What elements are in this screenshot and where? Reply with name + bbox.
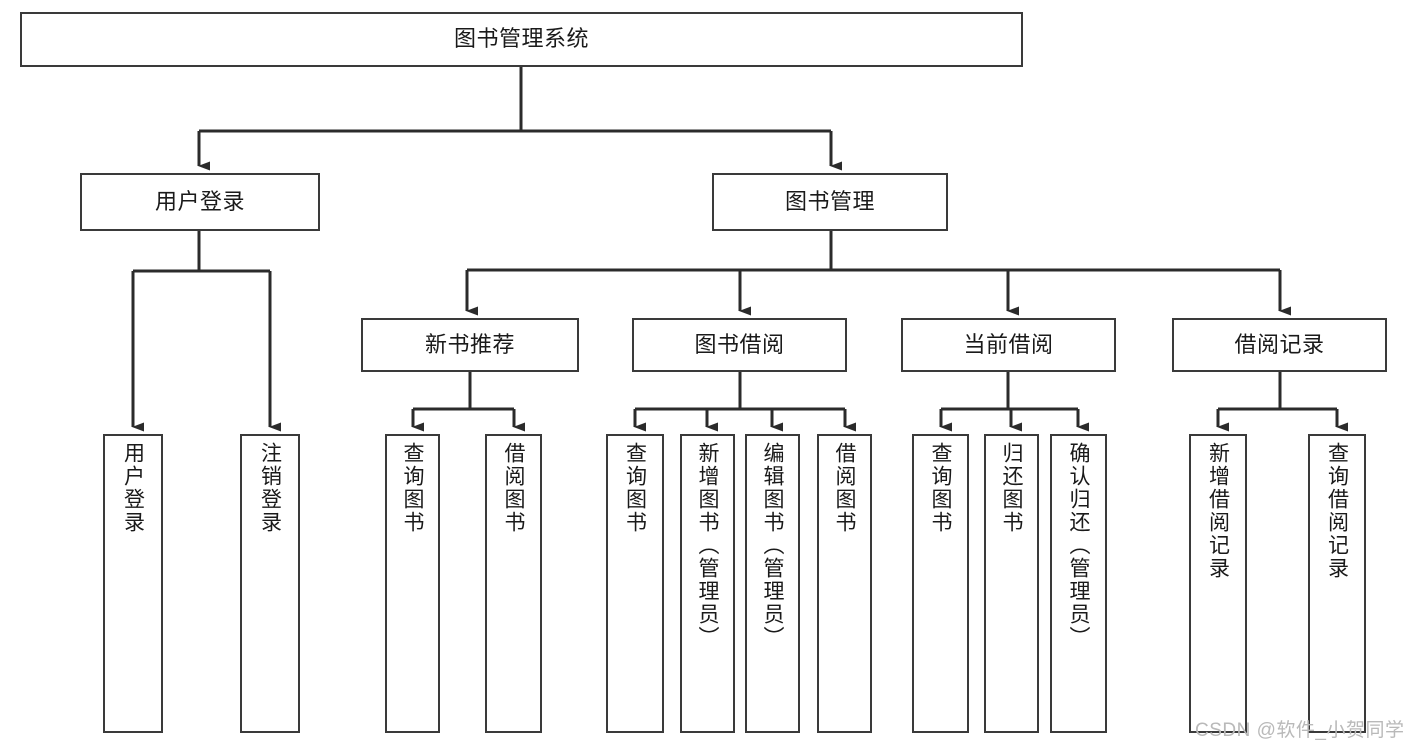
leaf-edit-book-admin[interactable]: 编辑图书（管理员） (745, 434, 800, 733)
leaf-query-book-borrow-label: 查询图书 (623, 442, 647, 534)
leaf-edit-book-admin-label: 编辑图书（管理员） (761, 442, 784, 649)
leaf-query-book-recommendation[interactable]: 查询图书 (385, 434, 440, 733)
leaf-query-book-borrow[interactable]: 查询图书 (606, 434, 664, 733)
node-current-borrow-label: 当前借阅 (963, 331, 1054, 357)
leaf-return-book-label: 归还图书 (1000, 442, 1023, 534)
leaf-confirm-return-admin[interactable]: 确认归还（管理员） (1050, 434, 1107, 733)
leaf-user-login-label: 用户登录 (121, 442, 145, 534)
node-new-book-recommendation[interactable]: 新书推荐 (361, 318, 579, 372)
node-book-borrow-label: 图书借阅 (694, 331, 785, 357)
node-new-book-recommendation-label: 新书推荐 (424, 331, 515, 357)
leaf-add-book-admin[interactable]: 新增图书（管理员） (680, 434, 735, 733)
node-borrow-record[interactable]: 借阅记录 (1172, 318, 1387, 372)
node-root-system[interactable]: 图书管理系统 (20, 12, 1023, 67)
leaf-user-login[interactable]: 用户登录 (103, 434, 163, 733)
node-current-borrow[interactable]: 当前借阅 (901, 318, 1116, 372)
leaf-user-logout-label: 注销登录 (258, 442, 282, 534)
leaf-user-logout[interactable]: 注销登录 (240, 434, 300, 733)
leaf-borrow-book-recommendation-label: 借阅图书 (502, 442, 525, 534)
leaf-borrow-book-recommendation[interactable]: 借阅图书 (485, 434, 542, 733)
node-user-login[interactable]: 用户登录 (80, 173, 320, 231)
leaf-add-book-admin-label: 新增图书（管理员） (696, 442, 719, 649)
node-book-manage-label: 图书管理 (784, 188, 875, 214)
leaf-borrow-book-label: 借阅图书 (833, 442, 856, 534)
leaf-query-borrow-record-label: 查询借阅记录 (1325, 442, 1349, 580)
leaf-return-book[interactable]: 归还图书 (984, 434, 1039, 733)
leaf-confirm-return-admin-label: 确认归还（管理员） (1067, 442, 1090, 649)
leaf-query-book-current[interactable]: 查询图书 (912, 434, 969, 733)
leaf-query-book-recommendation-label: 查询图书 (401, 442, 424, 534)
node-root-label: 图书管理系统 (453, 26, 589, 52)
node-user-login-label: 用户登录 (154, 188, 245, 214)
leaf-query-borrow-record[interactable]: 查询借阅记录 (1308, 434, 1366, 733)
node-borrow-record-label: 借阅记录 (1234, 331, 1325, 357)
leaf-add-borrow-record-label: 新增借阅记录 (1206, 442, 1230, 580)
node-book-borrow[interactable]: 图书借阅 (632, 318, 847, 372)
leaf-query-book-current-label: 查询图书 (929, 442, 952, 534)
leaf-add-borrow-record[interactable]: 新增借阅记录 (1189, 434, 1247, 733)
csdn-watermark: CSDN @软件_小贺同学 (1195, 720, 1405, 741)
leaf-borrow-book[interactable]: 借阅图书 (817, 434, 872, 733)
node-book-manage[interactable]: 图书管理 (712, 173, 948, 231)
